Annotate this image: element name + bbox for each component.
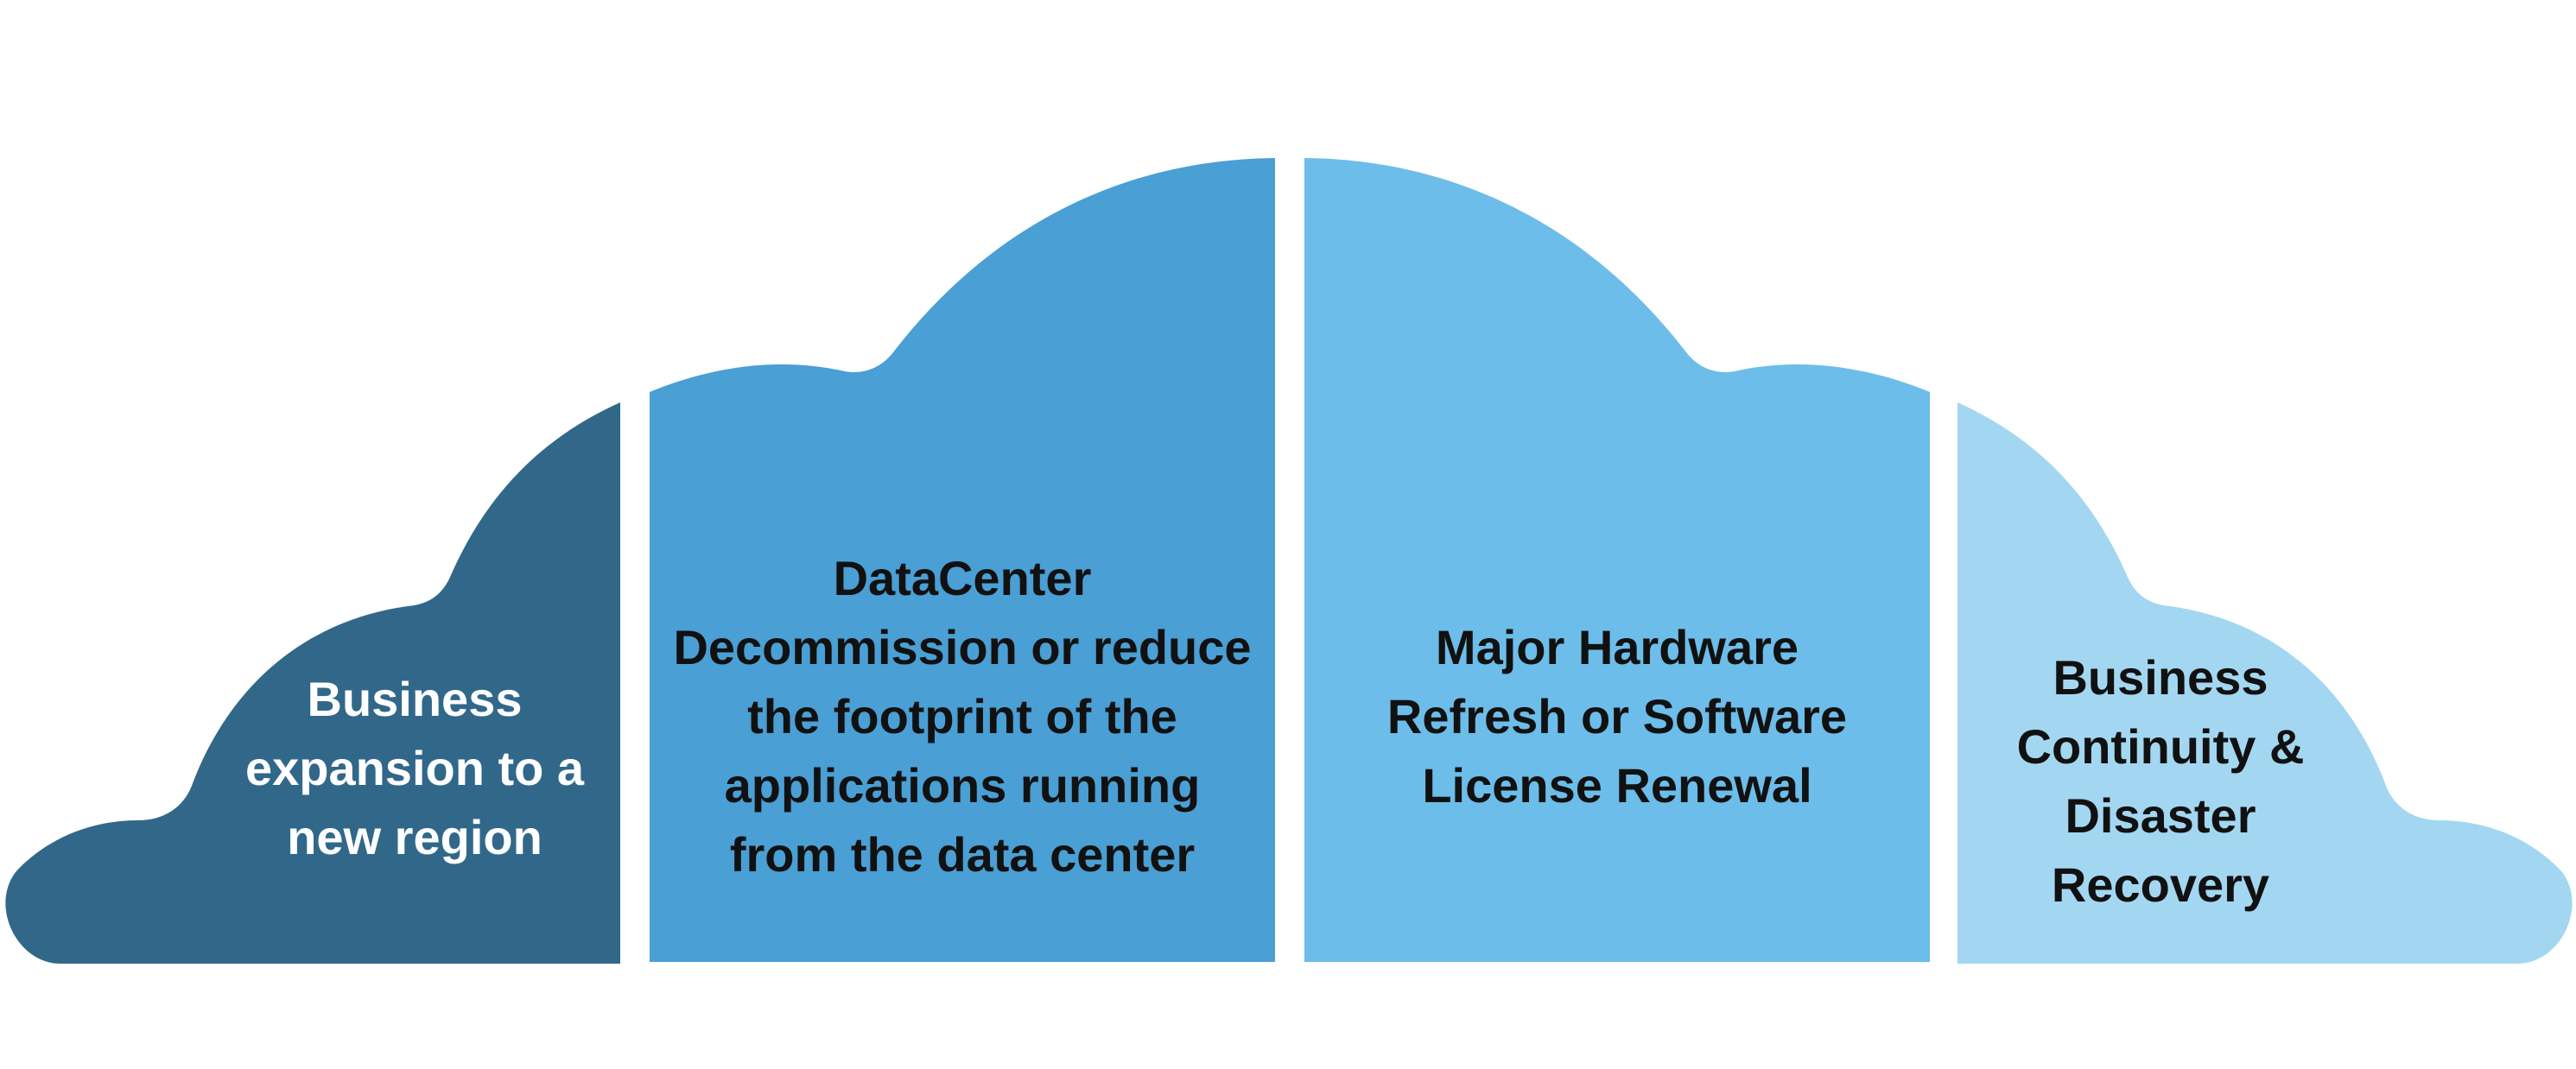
segment-2-label: DataCenter Decommission or reduce the fo…	[673, 551, 1252, 882]
segment-1-label-box: Business expansion to a new region	[216, 639, 613, 898]
segment-3-label-box: Major Hardware Refresh or Software Licen…	[1304, 604, 1930, 829]
segment-4-label-box: Business Continuity & Disaster Recovery	[1957, 639, 2363, 924]
segment-4-label: Business Continuity & Disaster Recovery	[2016, 650, 2305, 912]
segment-4-shape	[1957, 402, 2573, 964]
segment-1-shape	[5, 402, 621, 964]
segment-2-label-box: DataCenter Decommission or reduce the fo…	[650, 535, 1275, 898]
segment-3-label: Major Hardware Refresh or Software Licen…	[1386, 620, 1848, 813]
segment-3-shape	[1304, 158, 1930, 962]
segment-1-label: Business expansion to a new region	[244, 672, 585, 864]
segment-2-shape	[650, 158, 1275, 962]
